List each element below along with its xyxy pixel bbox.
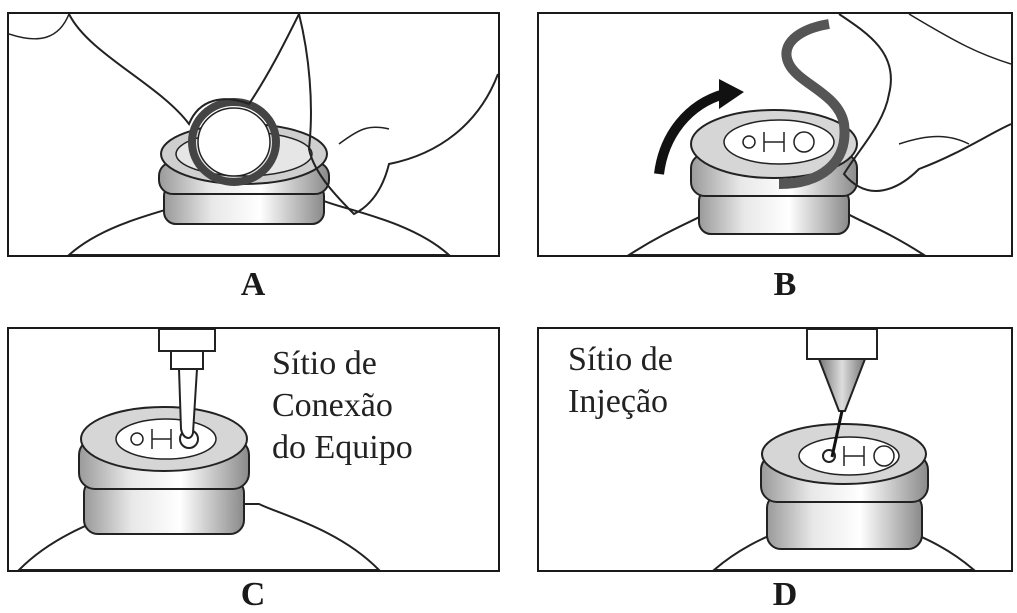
panel-d <box>537 327 1013 572</box>
panel-a-label: A <box>240 266 266 303</box>
panel-b <box>537 12 1013 257</box>
panel-c-caption: Sítio de Conexão do Equipo <box>272 343 413 469</box>
caption-line: Sítio de <box>272 345 377 382</box>
panel-d-label: D <box>772 576 798 613</box>
arrow-head <box>719 79 744 109</box>
panel-c-label: C <box>240 576 266 613</box>
panel-d-illustration <box>712 329 976 570</box>
panel-b-label: B <box>773 266 797 303</box>
syringe-tip <box>817 358 867 412</box>
caption-line: Injeção <box>568 383 669 420</box>
panel-a <box>7 12 500 257</box>
spike-hub <box>158 329 216 352</box>
panel-c-illustration <box>17 329 381 570</box>
panel-b-illustration <box>627 14 1011 255</box>
caption-line: Conexão <box>272 387 393 424</box>
caption-line: do Equipo <box>272 429 413 466</box>
rotation-arrow <box>654 89 726 175</box>
hand-fingers <box>838 14 1011 192</box>
caption-line: Sítio de <box>568 341 673 378</box>
panel-c <box>7 327 500 572</box>
needle <box>830 410 844 458</box>
syringe-barrel <box>806 329 878 360</box>
panel-d-caption: Sítio de Injeção <box>568 339 673 423</box>
hand-fingers <box>68 14 300 127</box>
pull-ring <box>188 98 280 186</box>
spike <box>177 368 199 439</box>
panel-a-illustration <box>9 14 498 255</box>
peeling-ring <box>778 19 850 189</box>
